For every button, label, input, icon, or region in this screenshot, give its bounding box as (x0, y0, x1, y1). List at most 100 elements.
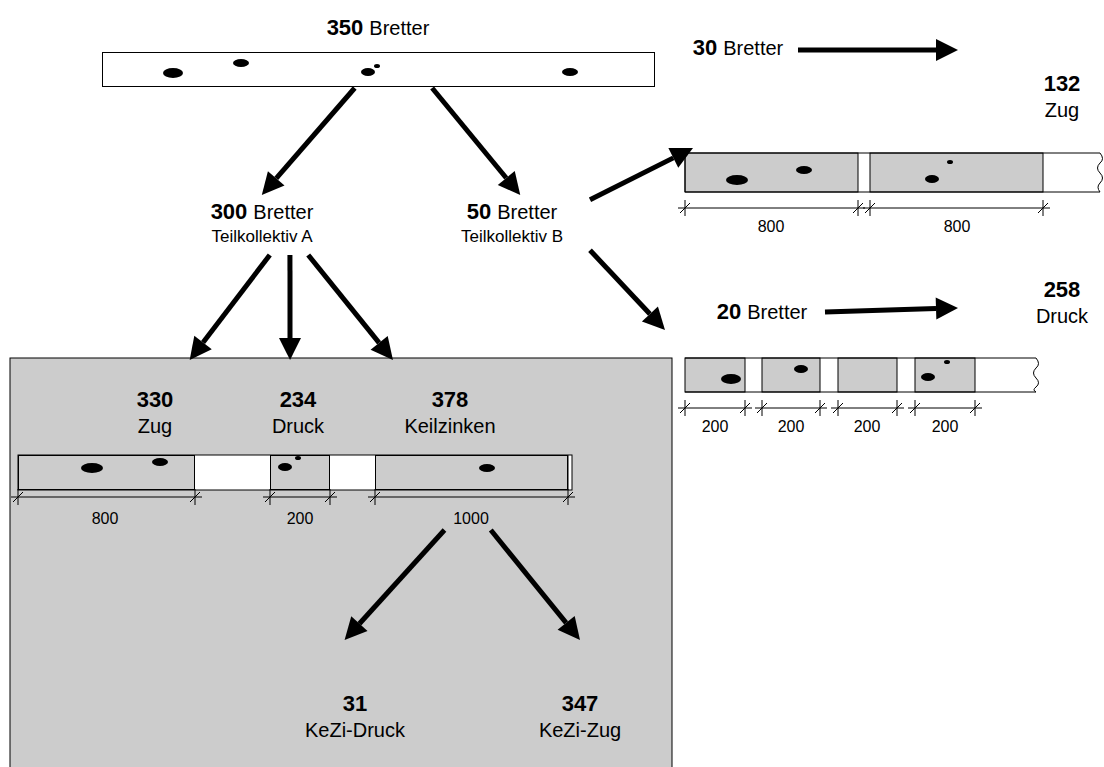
board-outline (102, 52, 655, 87)
text-row: Druck (272, 414, 324, 439)
arrow-shaft (825, 309, 936, 312)
test-label: 258Druck (958, 272, 1102, 364)
node-heading: 300BretterTeilkollektiv A (211, 198, 314, 247)
dimension-stroke (831, 408, 904, 409)
test-label: 31KeZi-Druck (290, 640, 420, 745)
node-heading: 31KeZi-Druck (305, 690, 405, 743)
dimension-label: 200 (930, 418, 961, 436)
arrow-shaft (590, 158, 673, 200)
text-row: 378 (404, 386, 495, 414)
node-text: Druck (1036, 304, 1088, 329)
arrowhead (498, 171, 520, 195)
arrowhead (262, 171, 285, 195)
knots (721, 360, 950, 384)
arrowhead (558, 616, 580, 640)
text-row: 31 (305, 690, 405, 718)
board (18, 455, 572, 490)
arrow-shaft (276, 88, 354, 178)
node-heading: 132Zug (1044, 70, 1081, 123)
dimension-label: 800 (90, 510, 121, 528)
board (685, 358, 1039, 392)
dimension-stroke (678, 408, 752, 409)
board (102, 52, 655, 87)
arrow-shaft (590, 250, 650, 314)
dimension-stroke (908, 408, 982, 409)
node-text: Bretter (747, 300, 807, 325)
dimension-stroke (892, 403, 902, 413)
count-number: 300 (211, 198, 248, 226)
dimension-stroke (13, 492, 23, 502)
dimension-stroke (1038, 203, 1048, 213)
arrowhead (642, 306, 665, 330)
dimension-stroke (863, 208, 1050, 209)
dimension-stroke (833, 403, 843, 413)
text-row: Zug (137, 414, 174, 439)
group-label: 50BretterTeilkollektiv B (435, 195, 590, 255)
node-text: Teilkollektiv A (211, 226, 312, 247)
flow-arrow (190, 255, 270, 360)
count-label: 30Bretter (678, 30, 798, 148)
count-number: 50 (467, 198, 491, 226)
arrowhead (371, 336, 393, 360)
count-number: 132 (1044, 70, 1081, 98)
arrow-shaft (359, 530, 444, 624)
count-number: 31 (343, 690, 367, 718)
flow-arrow (308, 255, 393, 360)
board: 350Bretter (102, 14, 655, 88)
board-outline (270, 455, 330, 490)
group-panel (10, 358, 672, 767)
node-text: Zug (138, 414, 172, 439)
dimension-stroke (263, 497, 337, 498)
node-text: Teilkollektiv B (461, 226, 563, 247)
node-text: KeZi-Zug (539, 718, 621, 743)
flow-arrow (798, 39, 958, 61)
flow-arrow (432, 88, 520, 195)
flow-arrow (345, 530, 445, 640)
count-label: 20Bretter (665, 293, 825, 335)
arrowhead (279, 338, 301, 360)
node-text: Zug (1045, 98, 1079, 123)
flow-arrow (491, 530, 580, 640)
node-heading: 347KeZi-Zug (539, 690, 621, 743)
specimen-segment: 234Druck (240, 360, 360, 490)
dimension-label: 200 (700, 418, 731, 436)
count-number: 234 (280, 386, 317, 414)
node-heading: 330Zug (137, 386, 174, 439)
text-row: 50Bretter (461, 198, 563, 226)
text-row: Keilzinken (404, 414, 495, 439)
dimension-stroke (970, 403, 980, 413)
dimension-label: 800 (756, 218, 787, 236)
knots (726, 160, 953, 185)
knots (163, 59, 578, 78)
count-number: 350 (327, 14, 364, 42)
arrow-shaft (203, 255, 270, 343)
dimension-stroke (815, 403, 825, 413)
arrowhead (936, 39, 958, 61)
dimension-stroke (563, 492, 573, 502)
node-heading: 350Bretter (327, 14, 430, 42)
dimension-stroke (368, 497, 575, 498)
dimension-lines (11, 200, 1050, 505)
dimension-stroke (910, 403, 920, 413)
test-label: 132Zug (958, 38, 1102, 130)
arrow-shaft (308, 255, 379, 343)
knots (81, 456, 495, 473)
arrowhead (936, 298, 958, 320)
dimension-stroke (853, 203, 863, 213)
flow-arrow (590, 250, 665, 330)
node-heading: 50BretterTeilkollektiv B (461, 198, 563, 247)
node-heading: 378Keilzinken (404, 386, 495, 439)
text-row: 347 (539, 690, 621, 718)
dimension-stroke (755, 408, 827, 409)
text-row: 30Bretter (693, 34, 784, 62)
node-heading: 234Druck (272, 386, 324, 439)
text-row: Teilkollektiv A (211, 226, 314, 247)
text-row: Druck (1036, 304, 1088, 329)
text-row: 300Bretter (211, 198, 314, 226)
node-heading: 20Bretter (717, 298, 808, 326)
board-outline (18, 455, 195, 490)
text-row: Teilkollektiv B (461, 226, 563, 247)
